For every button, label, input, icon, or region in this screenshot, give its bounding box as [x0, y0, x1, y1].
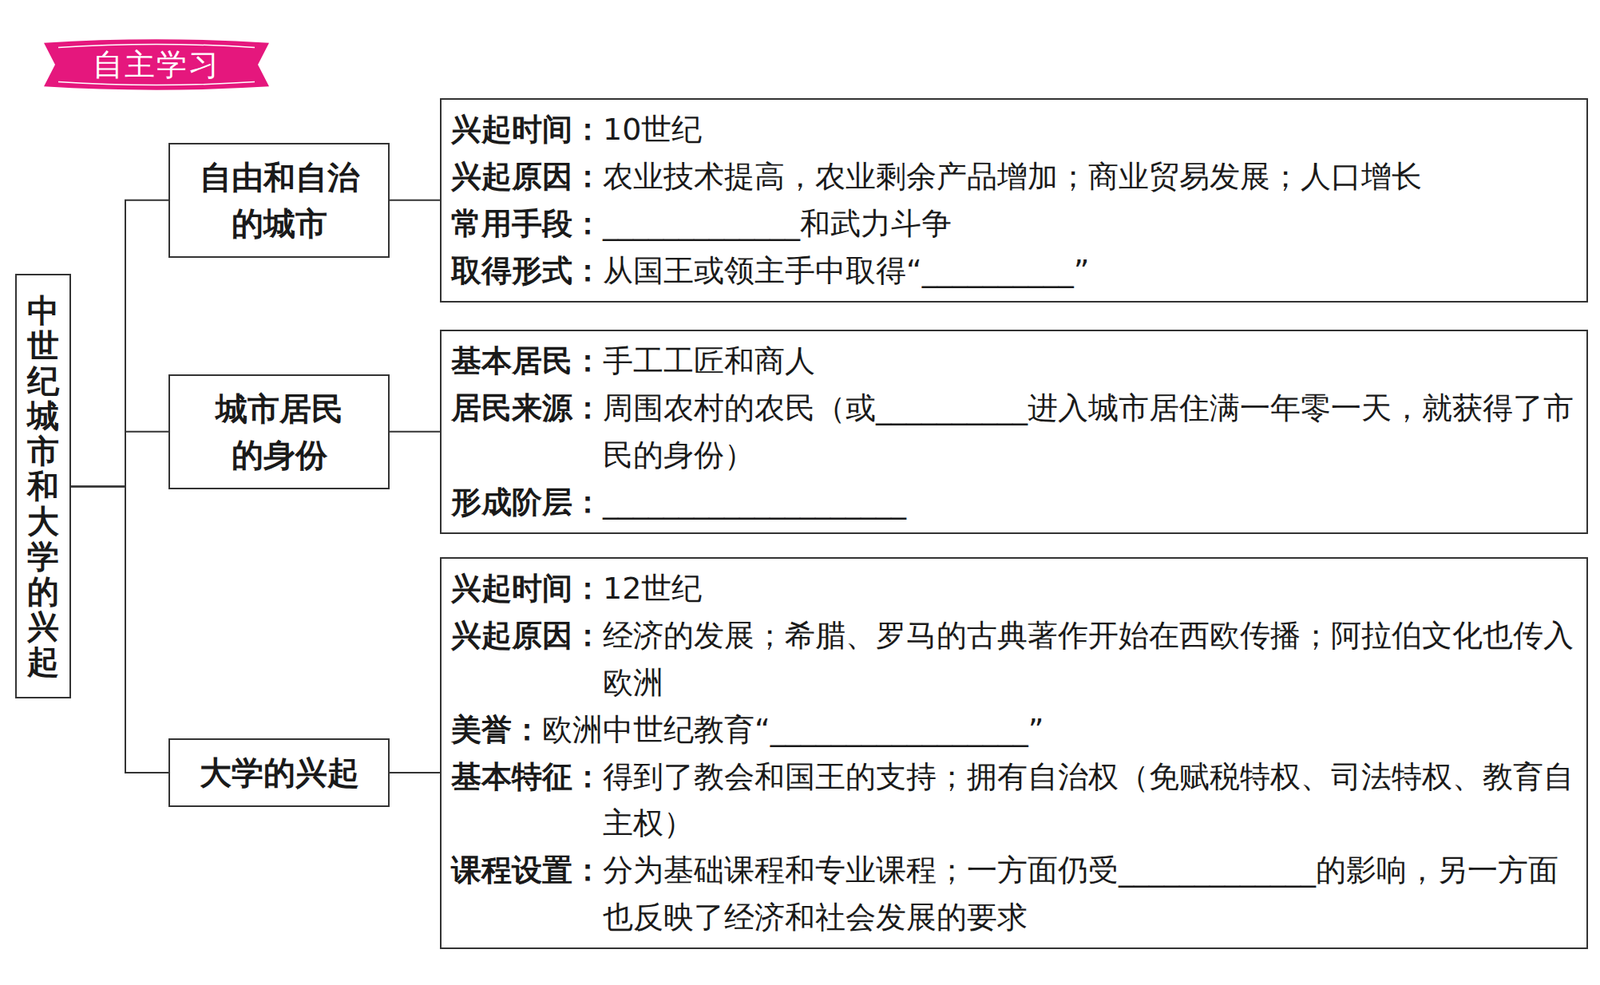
- content-row: 居民来源：周围农村的农民（或__________进入城市居住满一年零一天，就获得…: [451, 384, 1577, 480]
- field-label: 居民来源：: [451, 384, 603, 480]
- field-label: 兴起时间：: [451, 106, 603, 154]
- connector-line: [389, 772, 440, 774]
- content-row: 兴起原因：农业技术提高，农业剩余产品增加；商业贸易发展；人口增长: [451, 153, 1577, 201]
- content-row: 课程设置：分为基础课程和专业课程；一方面仍受_____________的影响，另…: [451, 847, 1577, 942]
- connector-line: [71, 431, 169, 488]
- field-text: 经济的发展；希腊、罗马的古典著作开始在西欧传播；阿拉伯文化也传入欧洲: [602, 612, 1577, 707]
- content-row: 兴起时间：10世纪: [451, 106, 1577, 154]
- field-text: _____________和武力斗争: [602, 200, 1577, 248]
- field-text: 农业技术提高，农业剩余产品增加；商业贸易发展；人口增长: [602, 153, 1577, 201]
- root-box: 中世纪城市和大学的兴起: [15, 273, 72, 699]
- field-text: 周围农村的农民（或__________进入城市居住满一年零一天，就获得了市民的身…: [602, 384, 1577, 480]
- field-text: ____________________: [602, 479, 1577, 527]
- content-row: 基本特征：得到了教会和国王的支持；拥有自治权（免赋税特权、司法特权、教育自主权）: [451, 753, 1577, 848]
- field-text: 分为基础课程和专业课程；一方面仍受_____________的影响，另一方面也反…: [602, 847, 1577, 942]
- content-box: 兴起时间：12世纪兴起原因：经济的发展；希腊、罗马的古典著作开始在西欧传播；阿拉…: [439, 557, 1589, 950]
- field-label: 兴起原因：: [451, 612, 603, 707]
- connector-line: [389, 431, 440, 433]
- content-row: 兴起原因：经济的发展；希腊、罗马的古典著作开始在西欧传播；阿拉伯文化也传入欧洲: [451, 612, 1577, 707]
- content-row: 常用手段：_____________和武力斗争: [451, 200, 1577, 248]
- field-label: 常用手段：: [451, 200, 603, 248]
- topic-box: 自由和自治的城市: [168, 142, 390, 258]
- field-label: 基本特征：: [451, 753, 603, 848]
- ribbon-body: [43, 39, 270, 90]
- field-label: 取得形式：: [451, 247, 603, 295]
- field-label: 基本居民：: [451, 337, 603, 385]
- badge-label: 自主学习: [92, 44, 221, 86]
- ribbon-trim: [58, 43, 255, 85]
- connector-line: [71, 200, 169, 488]
- connector-line: [389, 199, 440, 202]
- field-label: 兴起时间：: [451, 565, 603, 613]
- connector-line: [71, 486, 169, 773]
- topic-title: 自由和自治的城市: [195, 154, 364, 247]
- field-text: 从国王或领主手中取得“__________”: [602, 247, 1577, 295]
- content-row: 形成阶层：____________________: [451, 479, 1577, 527]
- field-label: 美誉：: [451, 706, 543, 754]
- field-label: 课程设置：: [451, 847, 603, 942]
- field-label: 形成阶层：: [451, 479, 603, 527]
- topic-box: 大学的兴起: [168, 738, 390, 808]
- root-title: 中世纪城市和大学的兴起: [27, 293, 60, 680]
- content-row: 取得形式：从国王或领主手中取得“__________”: [451, 247, 1577, 295]
- field-text: 12世纪: [602, 565, 1577, 613]
- topic-title: 城市居民的身份: [211, 385, 348, 479]
- field-text: 10世纪: [602, 106, 1577, 154]
- topic-title: 大学的兴起: [195, 749, 364, 797]
- content-row: 基本居民：手工工匠和商人: [451, 337, 1577, 385]
- content-row: 美誉：欧洲中世纪教育“_________________”: [451, 706, 1577, 754]
- field-text: 欧洲中世纪教育“_________________”: [542, 706, 1577, 754]
- topic-box: 城市居民的身份: [168, 374, 390, 490]
- content-box: 兴起时间：10世纪兴起原因：农业技术提高，农业剩余产品增加；商业贸易发展；人口增…: [439, 98, 1589, 303]
- content-row: 兴起时间：12世纪: [451, 565, 1577, 613]
- field-label: 兴起原因：: [451, 153, 603, 201]
- content-box: 基本居民：手工工匠和商人居民来源：周围农村的农民（或__________进入城市…: [439, 329, 1589, 535]
- section-badge: 自主学习: [40, 35, 273, 94]
- field-text: 得到了教会和国王的支持；拥有自治权（免赋税特权、司法特权、教育自主权）: [602, 753, 1577, 848]
- field-text: 手工工匠和商人: [602, 337, 1577, 385]
